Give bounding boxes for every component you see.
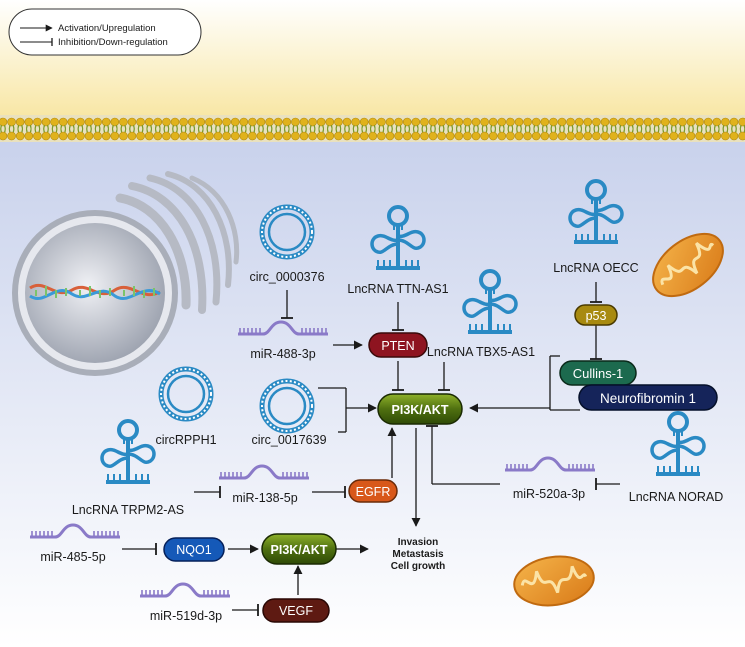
neurofibromin-1-node: Neurofibromin 1 (578, 384, 718, 411)
lncrna-tbx5-as1-label: LncRNA TBX5-AS1 (427, 345, 535, 359)
lncrna-trpm2-as-label: LncRNA TRPM2-AS (72, 503, 184, 517)
mir-520a-3p-label: miR-520a-3p (513, 487, 585, 501)
egfr-node: EGFR (348, 479, 398, 503)
legend: Activation/Upregulation Inhibition/Down-… (8, 8, 202, 56)
outcome-invasion: Invasion (398, 537, 439, 548)
lncrna-oecc-label: LncRNA OECC (553, 261, 638, 275)
pi3k-akt-main-label: PI3K/AKT (392, 403, 449, 417)
mitochondrion-bottom-icon (513, 555, 595, 607)
p53-node: p53 (574, 304, 618, 326)
outcome-metastasis: Metastasis (392, 549, 444, 560)
mir-488-3p-label: miR-488-3p (250, 347, 315, 361)
nqo1-label: NQO1 (176, 543, 211, 557)
mir-138-5p-label: miR-138-5p (232, 491, 297, 505)
cullins-1-node: Cullins-1 (559, 360, 637, 386)
lncrna-norad-label: LncRNA NORAD (629, 490, 723, 504)
mir-519d-3p-label: miR-519d-3p (150, 609, 222, 623)
nqo1-node: NQO1 (163, 537, 225, 562)
circrpph1-label: circRPPH1 (155, 433, 216, 447)
pten-node: PTEN (368, 332, 428, 358)
egfr-label: EGFR (356, 485, 391, 499)
pi3k-akt-main-node: PI3K/AKT (377, 393, 463, 425)
mitochondrion-top-icon (652, 232, 724, 298)
circ-0017639-label: circ_0017639 (251, 433, 326, 447)
pi3k-akt-lower-label: PI3K/AKT (271, 543, 328, 557)
vegf-node: VEGF (262, 598, 330, 623)
connectors (122, 282, 620, 616)
mir-485-5p-label: miR-485-5p (40, 550, 105, 564)
circ-0000376-label: circ_0000376 (249, 270, 324, 284)
neurofibromin-1-label: Neurofibromin 1 (600, 391, 696, 406)
pi3k-akt-lower-node: PI3K/AKT (261, 533, 337, 565)
lncrna-ttn-as1-label: LncRNA TTN-AS1 (347, 282, 448, 296)
cell-membrane (0, 117, 745, 141)
legend-inhibition-label: Inhibition/Down-regulation (58, 37, 168, 48)
pten-label: PTEN (381, 339, 414, 353)
nucleus-icon (12, 171, 240, 376)
cullins-1-label: Cullins-1 (573, 366, 624, 381)
vegf-label: VEGF (279, 604, 313, 618)
legend-activation-label: Activation/Upregulation (58, 23, 156, 34)
outcome-cell-growth: Cell growth (391, 561, 445, 572)
p53-label: p53 (586, 309, 607, 323)
